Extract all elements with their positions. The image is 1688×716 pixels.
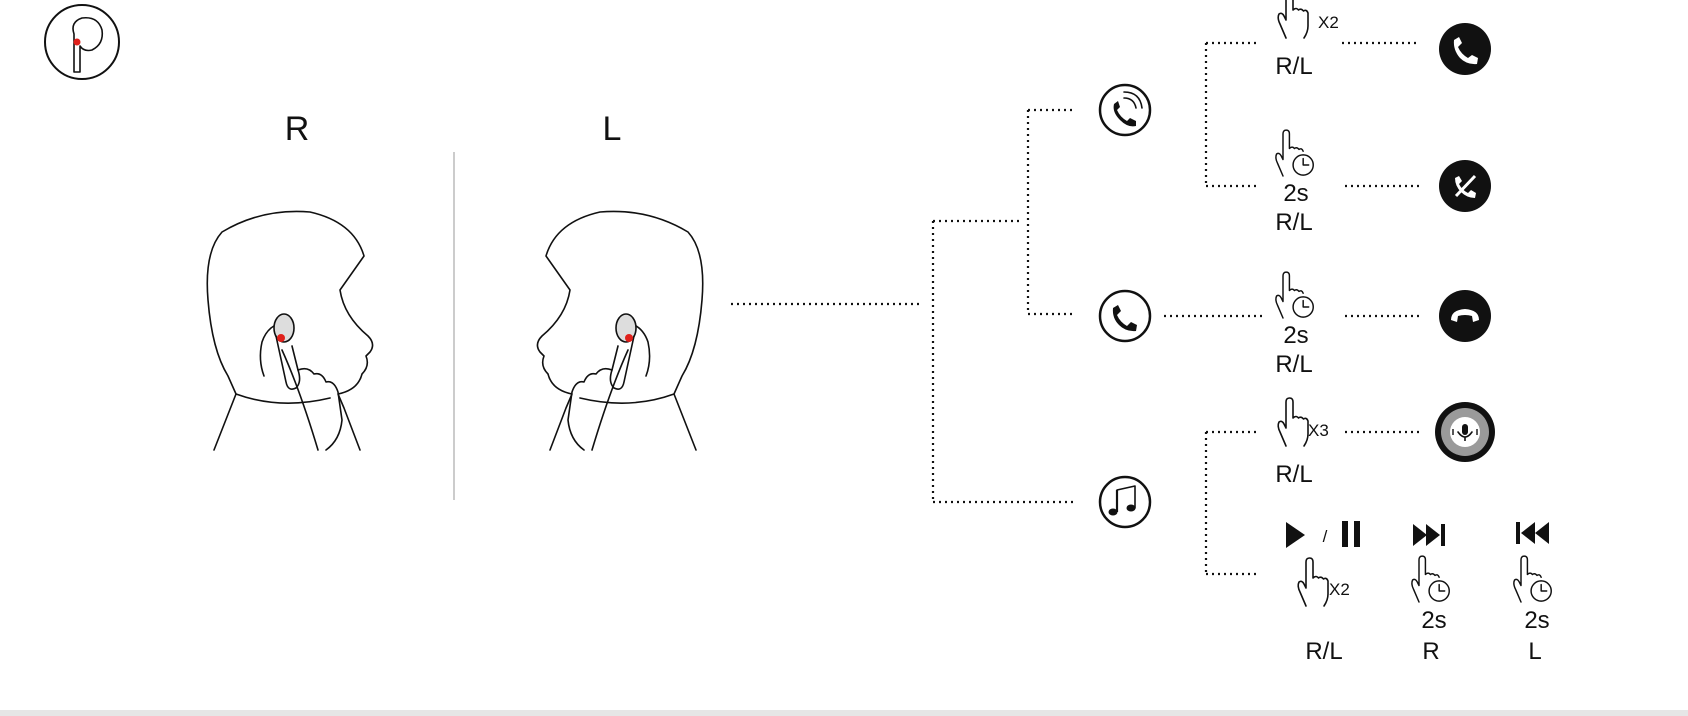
assistant-side-label: R/L	[1275, 461, 1312, 488]
incoming-call-icon	[1100, 85, 1150, 135]
pause-icon	[1342, 521, 1360, 547]
answer-side-label: R/L	[1275, 53, 1312, 80]
hang-up-icon	[1439, 290, 1491, 342]
long-press-hand-icon	[1514, 556, 1551, 602]
in-call-icon	[1100, 291, 1150, 341]
play-pause-separator: /	[1323, 527, 1328, 546]
long-press-hand-icon	[1412, 556, 1449, 602]
previous-side-label: L	[1528, 638, 1541, 665]
answer-call-icon	[1439, 23, 1491, 75]
reject-call-icon	[1439, 160, 1491, 212]
right-side-label: R	[285, 110, 310, 148]
head-left-illustration	[537, 211, 702, 450]
long-press-hand-icon	[1276, 272, 1313, 318]
previous-track-icon	[1516, 522, 1549, 544]
play-pause-side-label: R/L	[1305, 638, 1342, 665]
double-tap-hand-icon	[1298, 558, 1328, 606]
reject-hold-duration: 2s	[1283, 180, 1308, 207]
assistant-tap-count: X3	[1308, 421, 1329, 440]
earbud-sensor-dot	[74, 39, 81, 46]
next-track-icon	[1413, 524, 1445, 546]
bottom-border	[0, 710, 1688, 716]
long-press-hand-icon	[1276, 130, 1313, 176]
hangup-side-label: R/L	[1275, 351, 1312, 378]
previous-hold-duration: 2s	[1524, 607, 1549, 634]
voice-assistant-icon	[1435, 402, 1495, 462]
head-right-illustration	[207, 211, 372, 450]
next-hold-duration: 2s	[1421, 607, 1446, 634]
play-pause-tap-count: X2	[1329, 580, 1350, 599]
music-note-icon	[1100, 477, 1150, 527]
hangup-hold-duration: 2s	[1283, 322, 1308, 349]
triple-tap-hand-icon	[1278, 398, 1308, 446]
left-side-label: L	[603, 110, 622, 148]
connector-lines	[731, 43, 1420, 574]
earbud-icon	[45, 5, 119, 79]
double-tap-hand-icon	[1278, 0, 1308, 38]
reject-side-label: R/L	[1275, 209, 1312, 236]
next-side-label: R	[1422, 638, 1439, 665]
answer-tap-count: X2	[1318, 13, 1339, 32]
play-icon	[1286, 522, 1305, 548]
